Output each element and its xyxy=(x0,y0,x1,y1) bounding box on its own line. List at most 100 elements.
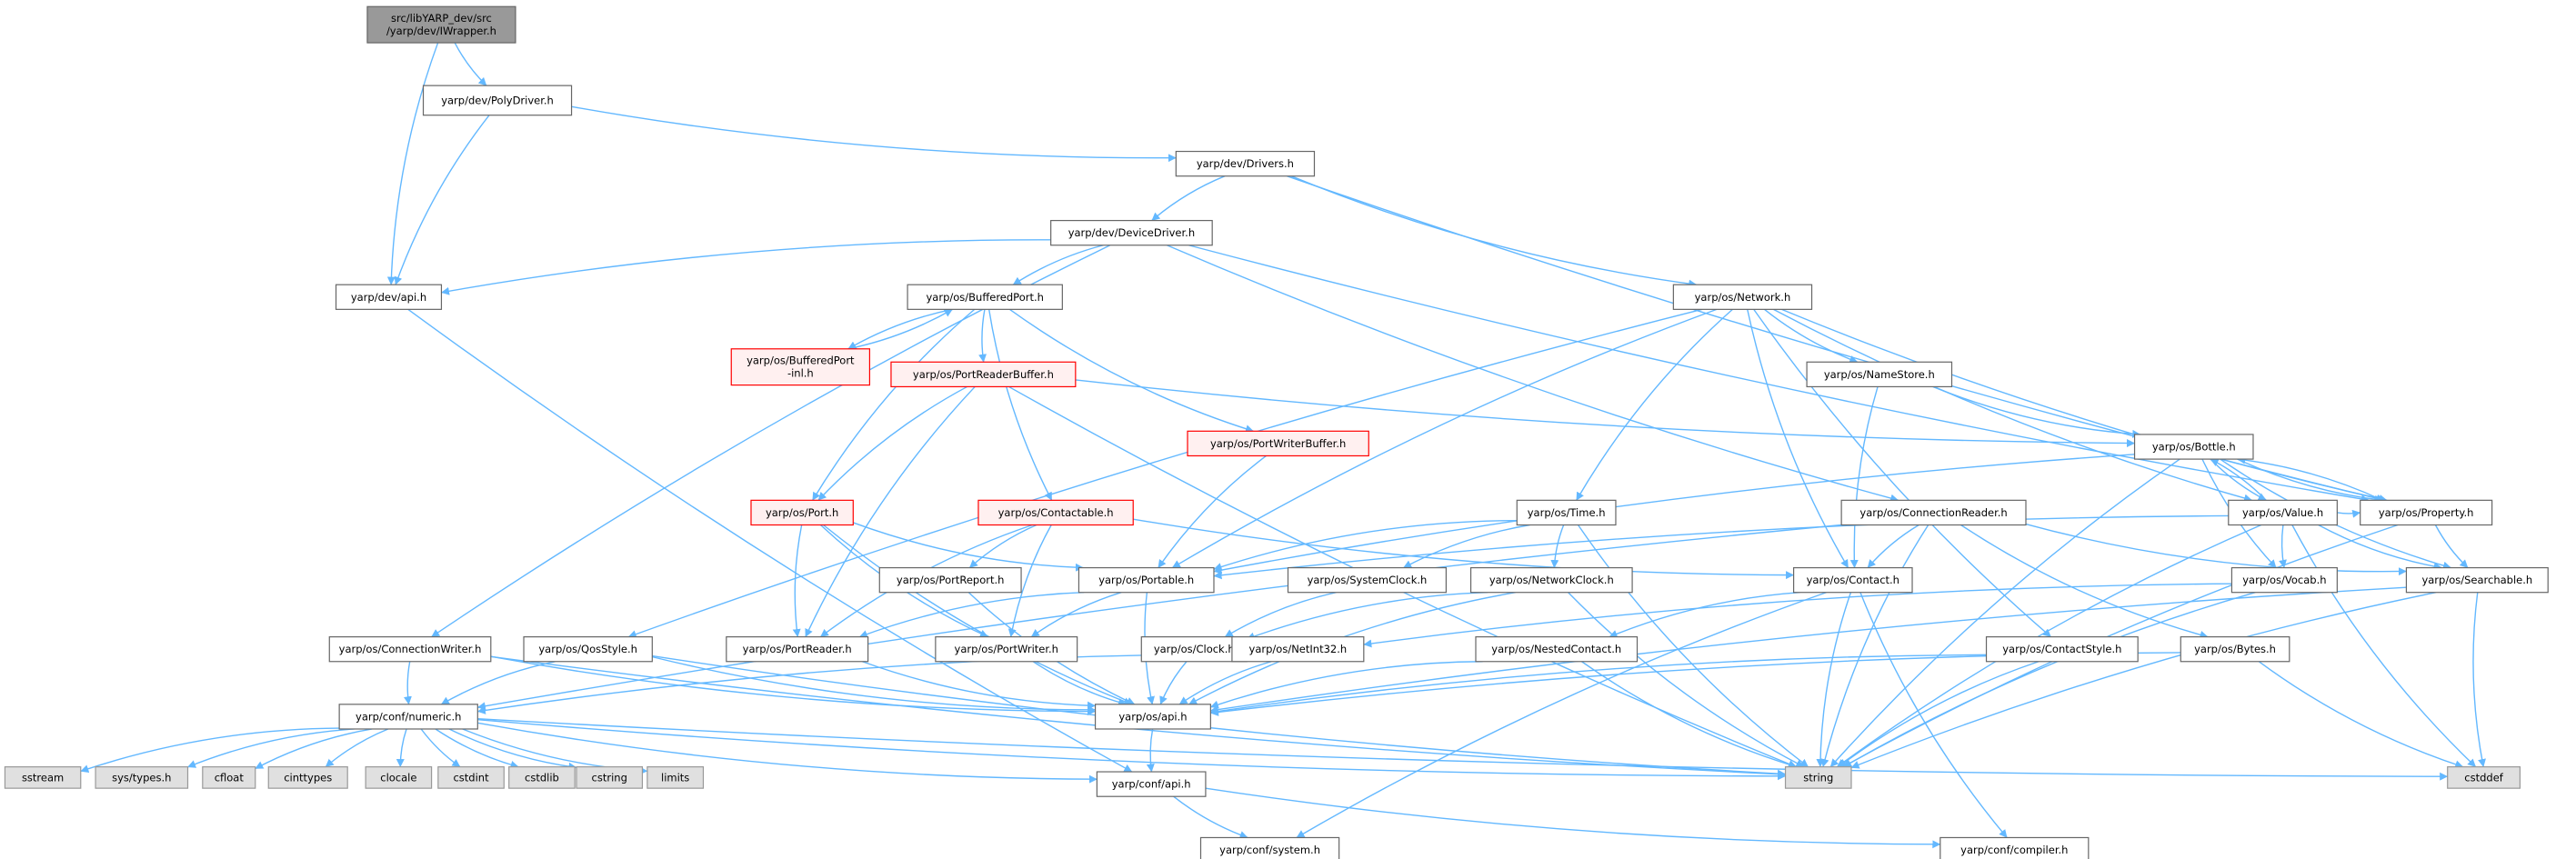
node-systemclock[interactable]: yarp/os/SystemClock.h xyxy=(1287,566,1447,594)
edge-bottle-to-value xyxy=(2210,458,2267,501)
node-box xyxy=(1175,150,1316,177)
edge-bottle-to-property xyxy=(2237,458,2383,504)
edge-numeric-to-cinttypes xyxy=(325,728,389,768)
edge-portreaderbuffer-to-portreader xyxy=(805,385,976,638)
node-portreport[interactable]: yarp/os/PortReport.h xyxy=(878,566,1022,594)
node-portreader[interactable]: yarp/os/PortReader.h xyxy=(726,636,869,663)
node-box xyxy=(328,636,492,663)
edge-network-to-value xyxy=(1773,308,2252,503)
node-vocab[interactable]: yarp/os/Vocab.h xyxy=(2230,566,2338,594)
node-label: yarp/dev/DeviceDriver.h xyxy=(1068,226,1195,239)
node-netint32[interactable]: yarp/os/NetInt32.h xyxy=(1231,636,1365,663)
node-label: yarp/os/SystemClock.h xyxy=(1308,574,1428,586)
edge-network-to-portable xyxy=(1171,308,1718,569)
edge-time-to-portable xyxy=(1213,519,1518,571)
node-value[interactable]: yarp/os/Value.h xyxy=(2228,499,2338,526)
node-label: cstddef xyxy=(2464,771,2503,784)
node-system[interactable]: yarp/conf/system.h xyxy=(1199,836,1340,859)
header-file-nodes: src/libYARP_dev/src/yarp/dev/IWrapper.hy… xyxy=(4,5,2549,859)
node-box xyxy=(1672,284,1813,310)
node-contactstyle[interactable]: yarp/os/ContactStyle.h xyxy=(1985,636,2139,663)
node-bufferedport[interactable]: yarp/os/BufferedPort.h xyxy=(907,284,1063,310)
node-root[interactable]: src/libYARP_dev/src/yarp/dev/IWrapper.h xyxy=(366,5,516,44)
node-box xyxy=(576,766,644,789)
node-bufferedportinl[interactable]: yarp/os/BufferedPort-inl.h xyxy=(730,348,871,386)
node-box xyxy=(2405,566,2549,594)
node-nestedcontact[interactable]: yarp/os/NestedContact.h xyxy=(1475,636,1639,663)
node-devapi[interactable]: yarp/dev/api.h xyxy=(335,284,443,310)
edge-devicedriver-to-connectionreader xyxy=(1167,245,1899,503)
node-clock[interactable]: yarp/os/Clock.h xyxy=(1140,636,1248,663)
node-property[interactable]: yarp/os/Property.h xyxy=(2360,499,2493,526)
edge-portable-to-portwriter xyxy=(1030,592,1122,638)
node-box xyxy=(422,85,573,116)
node-box xyxy=(1231,636,1365,663)
edge-numeric-to-sstream xyxy=(80,727,340,773)
edge-bottle-to-portable xyxy=(1213,454,2135,574)
node-port[interactable]: yarp/os/Port.h xyxy=(750,499,854,526)
edge-nestedcontact-to-string xyxy=(1581,661,1798,769)
node-networkclock[interactable]: yarp/os/NetworkClock.h xyxy=(1469,566,1633,594)
node-label: yarp/os/NameStore.h xyxy=(1824,368,1935,381)
node-label: yarp/os/Searchable.h xyxy=(2421,574,2532,586)
node-connectionreader[interactable]: yarp/os/ConnectionReader.h xyxy=(1840,499,2027,526)
node-sstream: sstream xyxy=(4,766,82,789)
node-confapi[interactable]: yarp/conf/api.h xyxy=(1096,771,1207,797)
node-box xyxy=(2180,636,2290,663)
edge-contactable-to-contact xyxy=(1133,518,1795,580)
edge-portreader-to-osapi xyxy=(862,661,1097,710)
edge-time-to-networkclock xyxy=(1550,524,1565,569)
edge-namestore-to-bottle xyxy=(1932,385,2141,438)
node-contact[interactable]: yarp/os/Contact.h xyxy=(1792,566,1913,594)
node-label: limits xyxy=(661,771,689,784)
edge-connectionreader-to-contact xyxy=(1867,524,1919,569)
node-limits: limits xyxy=(647,766,705,789)
node-compiler[interactable]: yarp/conf/compiler.h xyxy=(1940,836,2090,859)
node-box xyxy=(730,348,871,386)
node-cfloat: cfloat xyxy=(202,766,256,789)
node-box xyxy=(1096,771,1207,797)
node-portwriterbuffer[interactable]: yarp/os/PortWriterBuffer.h xyxy=(1187,430,1369,457)
node-label: sys/types.h xyxy=(112,771,171,784)
node-portwriter[interactable]: yarp/os/PortWriter.h xyxy=(935,636,1078,663)
node-label: /yarp/dev/IWrapper.h xyxy=(386,25,496,37)
edge-systemclock-to-clock xyxy=(1224,592,1337,638)
node-time[interactable]: yarp/os/Time.h xyxy=(1516,499,1617,526)
edge-value-to-property xyxy=(2337,509,2361,518)
node-bottle[interactable]: yarp/os/Bottle.h xyxy=(2133,434,2254,460)
edge-bottle-to-string xyxy=(1829,458,2180,768)
node-numeric[interactable]: yarp/conf/numeric.h xyxy=(338,704,478,730)
edge-searchable-to-cstddef xyxy=(2472,592,2486,768)
node-polydriver[interactable]: yarp/dev/PolyDriver.h xyxy=(422,85,573,116)
node-network[interactable]: yarp/os/Network.h xyxy=(1672,284,1813,310)
node-box xyxy=(726,636,869,663)
node-label: yarp/os/Value.h xyxy=(2242,506,2323,519)
edge-property-to-searchable xyxy=(2434,524,2469,569)
edge-networkclock-to-clock xyxy=(1246,592,1488,641)
node-connectionwriter[interactable]: yarp/os/ConnectionWriter.h xyxy=(328,636,492,663)
node-drivers[interactable]: yarp/dev/Drivers.h xyxy=(1175,150,1316,177)
node-contactable[interactable]: yarp/os/Contactable.h xyxy=(977,499,1134,526)
node-osapi[interactable]: yarp/os/api.h xyxy=(1094,704,1211,730)
edge-time-to-string xyxy=(1577,524,1809,768)
node-label: yarp/os/PortWriterBuffer.h xyxy=(1210,437,1346,450)
node-devicedriver[interactable]: yarp/dev/DeviceDriver.h xyxy=(1050,219,1213,246)
node-label: yarp/os/ConnectionReader.h xyxy=(1859,506,2007,519)
node-portreaderbuffer[interactable]: yarp/os/PortReaderBuffer.h xyxy=(890,361,1077,388)
node-box xyxy=(365,766,433,789)
edge-numeric-to-clocale xyxy=(396,728,407,768)
node-portable[interactable]: yarp/os/Portable.h xyxy=(1078,566,1215,594)
node-label: yarp/os/Contactable.h xyxy=(998,506,1114,519)
edge-numeric-to-cfloat xyxy=(255,728,373,770)
node-box xyxy=(2228,499,2338,526)
node-label: yarp/dev/api.h xyxy=(351,291,426,304)
node-box xyxy=(366,5,516,44)
node-namestore[interactable]: yarp/os/NameStore.h xyxy=(1806,361,1953,388)
edge-bytes-to-cstddef xyxy=(2258,661,2464,769)
node-label: cstdint xyxy=(453,771,489,784)
node-qosstyle[interactable]: yarp/os/QosStyle.h xyxy=(523,636,653,663)
node-searchable[interactable]: yarp/os/Searchable.h xyxy=(2405,566,2549,594)
edge-contact-to-compiler xyxy=(1859,592,2008,838)
node-bytes[interactable]: yarp/os/Bytes.h xyxy=(2180,636,2290,663)
